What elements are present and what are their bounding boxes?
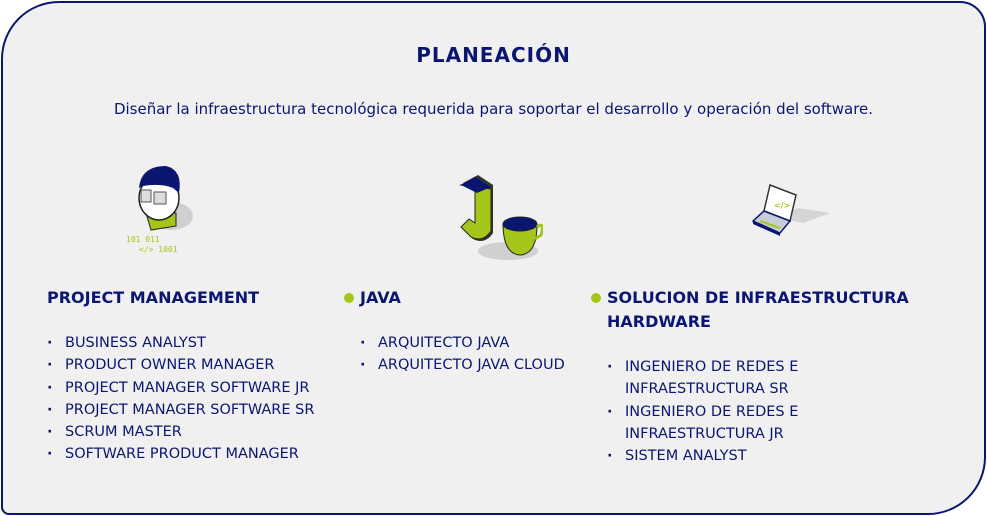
column-title: JAVA (360, 288, 401, 307)
svg-text:</>: </> (774, 201, 790, 210)
laptop-code-icon: </> (751, 183, 830, 236)
column-project-management: PROJECT MANAGEMENT BUSINESS ANALYST PROD… (47, 286, 314, 466)
list-item: INGENIERO DE REDES E INFRAESTRUCTURA JR (607, 401, 927, 446)
page-subtitle: Diseñar la infraestructura tecnológica r… (113, 100, 874, 118)
list-item: SISTEM ANALYST (607, 445, 927, 468)
list-item: ARQUITECTO JAVA (360, 332, 565, 355)
list-item: PROJECT MANAGER SOFTWARE SR (47, 399, 314, 422)
list-item: SOFTWARE PRODUCT MANAGER (47, 443, 314, 466)
list-item: SCRUM MASTER (47, 421, 314, 444)
svg-text:101 011: 101 011 (126, 235, 160, 244)
java-cup-icon (459, 175, 543, 260)
column-java: JAVA ARQUITECTO JAVA ARQUITECTO JAVA CLO… (344, 286, 565, 377)
role-list: BUSINESS ANALYST PRODUCT OWNER MANAGER P… (47, 332, 314, 466)
list-item: BUSINESS ANALYST (47, 332, 314, 355)
developer-person-icon: 101 011 </> 1001 (126, 166, 193, 253)
page-title: PLANEACIÓN (416, 43, 571, 67)
column-title: SOLUCION DE INFRAESTRUCTURA HARDWARE (607, 288, 909, 331)
role-list: ARQUITECTO JAVA ARQUITECTO JAVA CLOUD (360, 332, 565, 377)
list-item: PRODUCT OWNER MANAGER (47, 354, 314, 377)
list-item: INGENIERO DE REDES E INFRAESTRUCTURA SR (607, 356, 927, 401)
column-title: PROJECT MANAGEMENT (47, 288, 260, 307)
role-list: INGENIERO DE REDES E INFRAESTRUCTURA SR … (607, 356, 927, 468)
column-infraestructura: SOLUCION DE INFRAESTRUCTURA HARDWARE ING… (591, 286, 927, 468)
svg-text:</> 1001: </> 1001 (139, 245, 178, 253)
bullet-dot (591, 293, 601, 303)
bullet-dot (344, 293, 354, 303)
list-item: PROJECT MANAGER SOFTWARE JR (47, 377, 314, 400)
list-item: ARQUITECTO JAVA CLOUD (360, 354, 565, 377)
